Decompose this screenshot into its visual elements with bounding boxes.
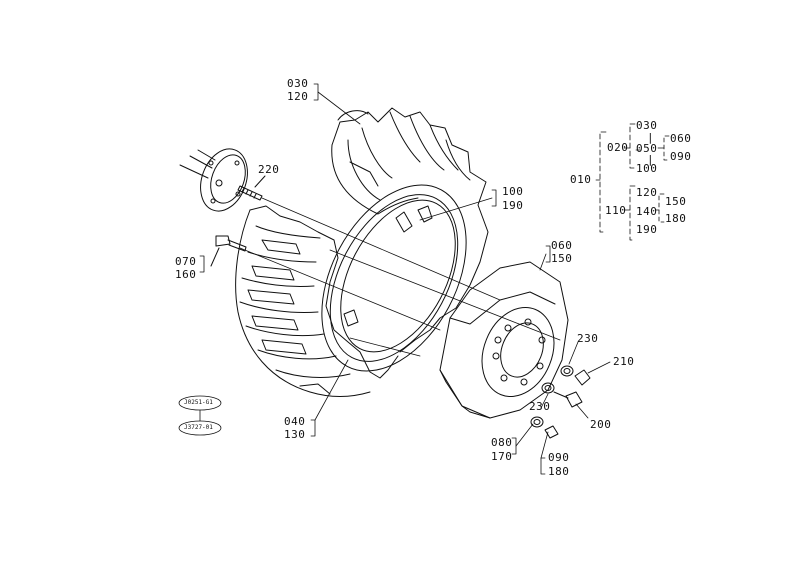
callout-120: 120 — [287, 90, 309, 103]
callout-030: 030 — [287, 77, 309, 90]
wheel-disc — [439, 261, 569, 419]
tree-110: 110 — [605, 204, 627, 217]
tree-180: 180 — [665, 212, 687, 225]
callout-040: 040 — [284, 415, 306, 428]
bolt-070 — [210, 235, 247, 267]
tree-separator-1: | — [647, 131, 655, 144]
assembly-axis-lines — [239, 197, 561, 357]
wheel-rim — [321, 184, 467, 372]
tree-190: 190 — [636, 223, 658, 236]
tree-020: 020 — [607, 141, 629, 154]
callout-160: 160 — [175, 268, 197, 281]
callout-190: 190 — [502, 199, 524, 212]
tree-050: 050 — [636, 142, 658, 155]
tree-separator-2: | — [647, 153, 655, 166]
callout-180: 180 — [548, 465, 570, 478]
callout-230-upper: 230 — [577, 332, 599, 345]
tire-upper-half — [331, 107, 489, 353]
tree-090: 090 — [670, 150, 692, 163]
callout-060: 060 — [551, 239, 573, 252]
reference-oval-top: J0251-G1 — [184, 399, 213, 406]
tree-060: 060 — [670, 132, 692, 145]
stud-220 — [237, 175, 266, 201]
callout-150: 150 — [551, 252, 573, 265]
callout-210: 210 — [613, 355, 635, 368]
callout-220: 220 — [258, 163, 280, 176]
callout-130: 130 — [284, 428, 306, 441]
hardware-nuts-bolts — [530, 365, 591, 439]
callout-170: 170 — [491, 450, 513, 463]
tree-100: 100 — [636, 162, 658, 175]
callout-080: 080 — [491, 436, 513, 449]
reference-ovals — [178, 395, 222, 436]
hub-flange — [179, 148, 248, 212]
callout-200: 200 — [590, 418, 612, 431]
tree-150: 150 — [665, 195, 687, 208]
callout-090: 090 — [548, 451, 570, 464]
tree-140: 140 — [636, 205, 658, 218]
tree-root-010: 010 — [570, 173, 592, 186]
callout-070: 070 — [175, 255, 197, 268]
callout-230-lower: 230 — [529, 400, 551, 413]
tire-lower-half — [235, 205, 399, 397]
callout-100: 100 — [502, 185, 524, 198]
callout-leaders — [199, 83, 611, 475]
tree-030: 030 — [636, 119, 658, 132]
parts-tree-brackets — [595, 123, 670, 241]
reference-oval-bottom: J3727-01 — [184, 424, 213, 431]
tree-120: 120 — [636, 186, 658, 199]
